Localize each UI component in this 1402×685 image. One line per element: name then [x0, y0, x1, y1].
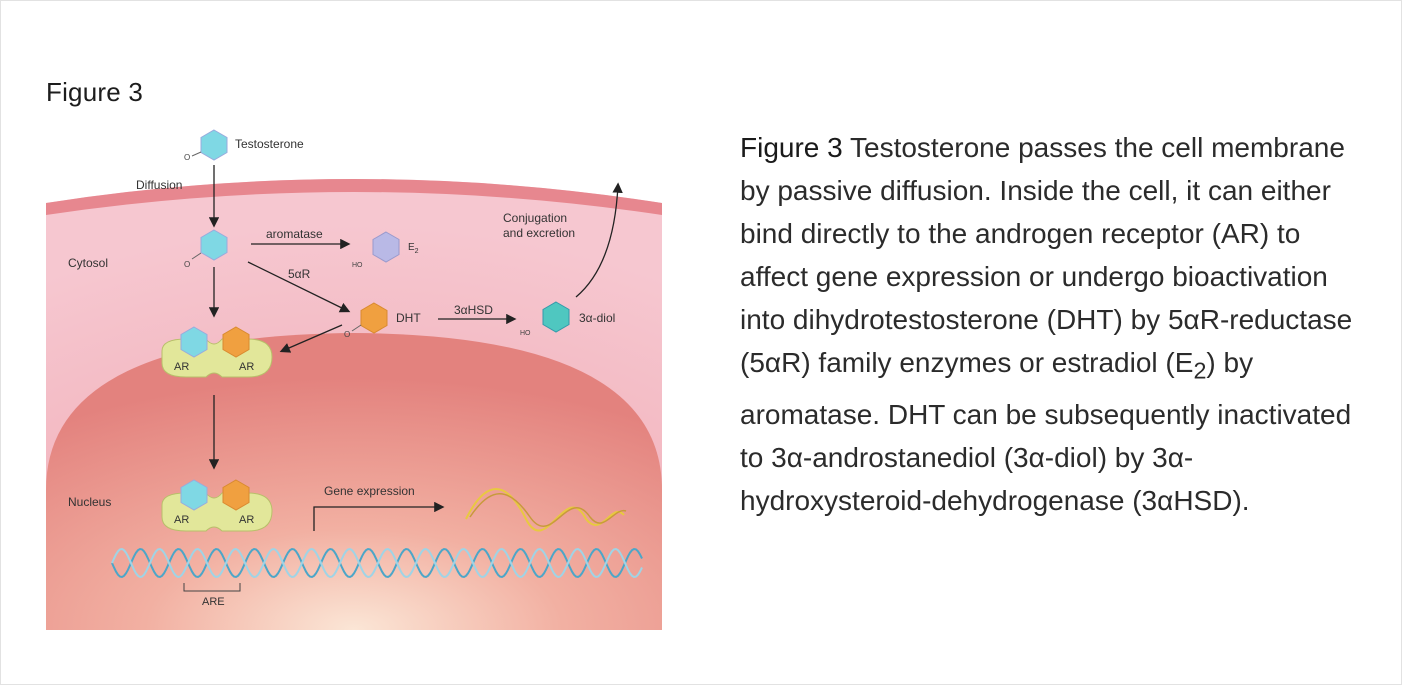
three-a-diol-label: 3α-diol: [579, 311, 615, 325]
diffusion-label: Diffusion: [136, 178, 182, 192]
nucleus-region: [46, 333, 662, 630]
caption-text-1: Testosterone passes the cell membrane by…: [740, 132, 1345, 335]
estradiol-molecule: HO: [352, 231, 400, 269]
caption-lead: Figure 3: [740, 132, 843, 163]
androstanediol-molecule: HO: [520, 301, 570, 337]
conjugation-label-line2: and excretion: [503, 226, 575, 240]
five-alpha-reductase-arrow: [247, 261, 351, 313]
ar-complex-nucleus: AR AR: [161, 479, 273, 532]
testosterone-molecule-top: O: [184, 129, 228, 162]
aromatase-label: aromatase: [266, 227, 323, 241]
conjugation-arrow: [575, 182, 623, 298]
e2-label: E2: [408, 242, 419, 255]
svg-text:AR: AR: [174, 514, 189, 526]
are-bracket: [183, 583, 241, 592]
testosterone-pathway-diagram: O Testosterone Diffusion O Cytosol aroma…: [46, 125, 662, 630]
dna-double-helix: [111, 547, 643, 579]
dht-molecule: O: [344, 302, 388, 339]
svg-text:HO: HO: [352, 262, 363, 269]
testosterone-label: Testosterone: [235, 137, 304, 151]
cell-membrane: [46, 179, 662, 215]
svg-text:O: O: [344, 330, 350, 339]
figure-label: Figure 3: [46, 77, 143, 107]
ar-complex-cytosol: AR AR: [161, 326, 273, 378]
nucleus-label: Nucleus: [68, 495, 111, 509]
svg-text:AR: AR: [239, 514, 254, 526]
gene-expression-arrow: [313, 501, 445, 531]
testosterone-molecule-cytosol: O: [184, 229, 228, 269]
svg-text:O: O: [184, 153, 190, 162]
conjugation-label-line1: Conjugation: [503, 211, 567, 225]
cytosol-label: Cytosol: [68, 256, 108, 270]
dht-to-ar-arrow: [279, 324, 343, 353]
mrna-strands: [465, 488, 627, 532]
svg-text:AR: AR: [174, 361, 189, 373]
svg-text:AR: AR: [239, 361, 254, 373]
svg-text:O: O: [184, 260, 190, 269]
three-ahsd-label: 3αHSD: [454, 303, 493, 317]
are-label: ARE: [202, 596, 225, 608]
svg-text:HO: HO: [520, 330, 531, 337]
gene-expression-label: Gene expression: [324, 484, 415, 498]
five-ar-label: 5αR: [288, 267, 311, 281]
figure-caption: Figure 3 Testosterone passes the cell me…: [740, 132, 1353, 516]
dht-label: DHT: [396, 311, 421, 325]
